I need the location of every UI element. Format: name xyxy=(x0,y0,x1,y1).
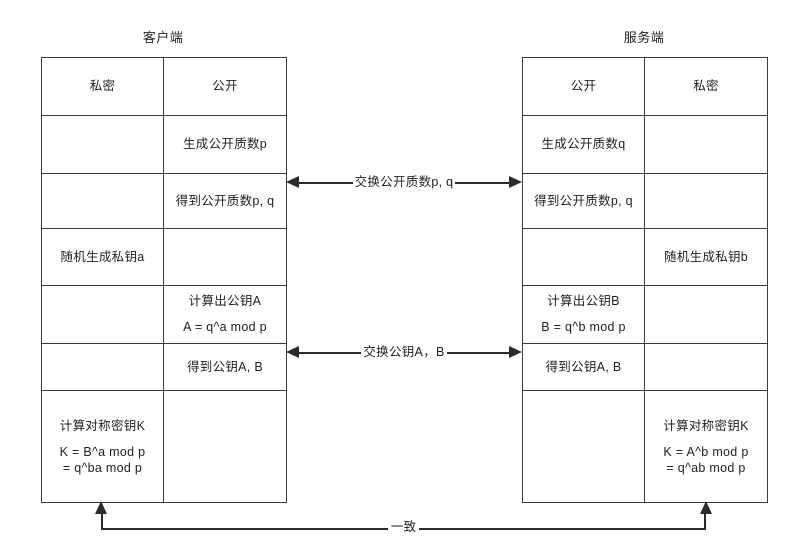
server-row2-private xyxy=(644,173,768,229)
table-row: 得到公开质数p, q xyxy=(522,173,768,229)
arrow-head-up-left-icon xyxy=(95,501,108,514)
client-row6-private-line1: 计算对称密钥K xyxy=(59,418,146,433)
table-row: 计算出公钥A A = q^a mod p xyxy=(41,285,287,344)
client-row4-public-line2: A = q^a mod p xyxy=(183,320,267,334)
client-row5-public: 得到公钥A, B xyxy=(163,343,287,391)
server-row4-public-line1: 计算出公钥B xyxy=(547,294,620,308)
client-row3-public xyxy=(163,228,287,286)
arrow-head-up-right-icon xyxy=(699,501,712,514)
table-row: 得到公钥A, B xyxy=(41,343,287,391)
exchange-keys-label-text: 交换公钥A，B xyxy=(361,345,447,359)
exchange-primes-arrow: 交换公开质数p, q xyxy=(286,173,522,193)
consistency-connector: 一致 xyxy=(95,501,712,548)
server-title: 服务端 xyxy=(623,30,665,45)
client-row2-private xyxy=(41,173,164,229)
arrow-head-left-icon xyxy=(286,346,299,358)
client-title: 客户端 xyxy=(142,30,184,45)
server-row2-public: 得到公开质数p, q xyxy=(522,173,645,229)
client-row1-public: 生成公开质数p xyxy=(163,115,287,174)
server-row1-private xyxy=(644,115,768,174)
table-row: 计算对称密钥K K = B^a mod p = q^ba mod p xyxy=(41,390,287,503)
arrow-head-right-icon xyxy=(509,346,522,358)
client-row5-private xyxy=(41,343,164,391)
server-row1-public: 生成公开质数q xyxy=(522,115,645,174)
server-row4-public-line2: B = q^b mod p xyxy=(541,320,626,334)
server-header-private: 私密 xyxy=(644,57,768,116)
server-row4-private xyxy=(644,285,768,344)
client-row6-private: 计算对称密钥K K = B^a mod p = q^ba mod p xyxy=(41,390,164,503)
table-row: 随机生成私钥b xyxy=(522,228,768,286)
arrow-head-right-icon xyxy=(509,176,522,188)
table-row: 计算对称密钥K K = A^b mod p = q^ab mod p xyxy=(522,390,768,503)
connector-right-stem xyxy=(704,511,706,529)
client-row6-private-line2: K = B^a mod p xyxy=(59,444,146,459)
table-row: 生成公开质数q xyxy=(522,115,768,174)
client-row4-public-line1: 计算出公钥A xyxy=(188,294,262,308)
client-row6-public xyxy=(163,390,287,503)
table-row: 公开 私密 xyxy=(522,57,768,116)
table-row: 随机生成私钥a xyxy=(41,228,287,286)
table-row: 私密 公开 xyxy=(41,57,287,116)
server-header-public: 公开 xyxy=(522,57,645,116)
table-row: 得到公开质数p, q xyxy=(41,173,287,229)
server-row3-private: 随机生成私钥b xyxy=(644,228,768,286)
server-row6-public xyxy=(522,390,645,503)
client-row4-private xyxy=(41,285,164,344)
client-row6-private-formula: K = B^a mod p = q^ba mod p xyxy=(46,444,159,476)
server-table: 公开 私密 生成公开质数q 得到公开质数p, q 随机生成私钥b 计算出公钥B … xyxy=(522,57,768,503)
client-table: 私密 公开 生成公开质数p 得到公开质数p, q 随机生成私钥a 计算出公钥A … xyxy=(41,57,287,503)
exchange-primes-label-text: 交换公开质数p, q xyxy=(352,175,456,189)
exchange-keys-arrow: 交换公钥A，B xyxy=(286,343,522,363)
server-row6-private-line2: K = A^b mod p xyxy=(663,444,749,459)
server-row4-public: 计算出公钥B B = q^b mod p xyxy=(522,285,645,344)
server-row6-private-line1: 计算对称密钥K xyxy=(663,418,749,433)
server-row6-private-formula: K = A^b mod p = q^ab mod p xyxy=(649,444,763,476)
client-row3-private: 随机生成私钥a xyxy=(41,228,164,286)
client-row2-public: 得到公开质数p, q xyxy=(163,173,287,229)
arrow-head-left-icon xyxy=(286,176,299,188)
server-row3-public xyxy=(522,228,645,286)
table-row: 生成公开质数p xyxy=(41,115,287,174)
exchange-keys-label: 交换公钥A，B xyxy=(286,344,522,361)
server-row5-public: 得到公钥A, B xyxy=(522,343,645,391)
client-row6-private-line3: = q^ba mod p xyxy=(62,460,143,475)
table-row: 计算出公钥B B = q^b mod p xyxy=(522,285,768,344)
server-row6-private-line3: = q^ab mod p xyxy=(666,460,746,475)
table-row: 得到公钥A, B xyxy=(522,343,768,391)
consistency-label: 一致 xyxy=(95,519,712,536)
client-row4-public: 计算出公钥A A = q^a mod p xyxy=(163,285,287,344)
client-header-private: 私密 xyxy=(41,57,164,116)
client-row1-private xyxy=(41,115,164,174)
server-row6-private: 计算对称密钥K K = A^b mod p = q^ab mod p xyxy=(644,390,768,503)
server-row5-private xyxy=(644,343,768,391)
client-header-public: 公开 xyxy=(163,57,287,116)
consistency-label-text: 一致 xyxy=(387,520,420,534)
exchange-primes-label: 交换公开质数p, q xyxy=(286,174,522,191)
connector-left-stem xyxy=(101,511,103,529)
